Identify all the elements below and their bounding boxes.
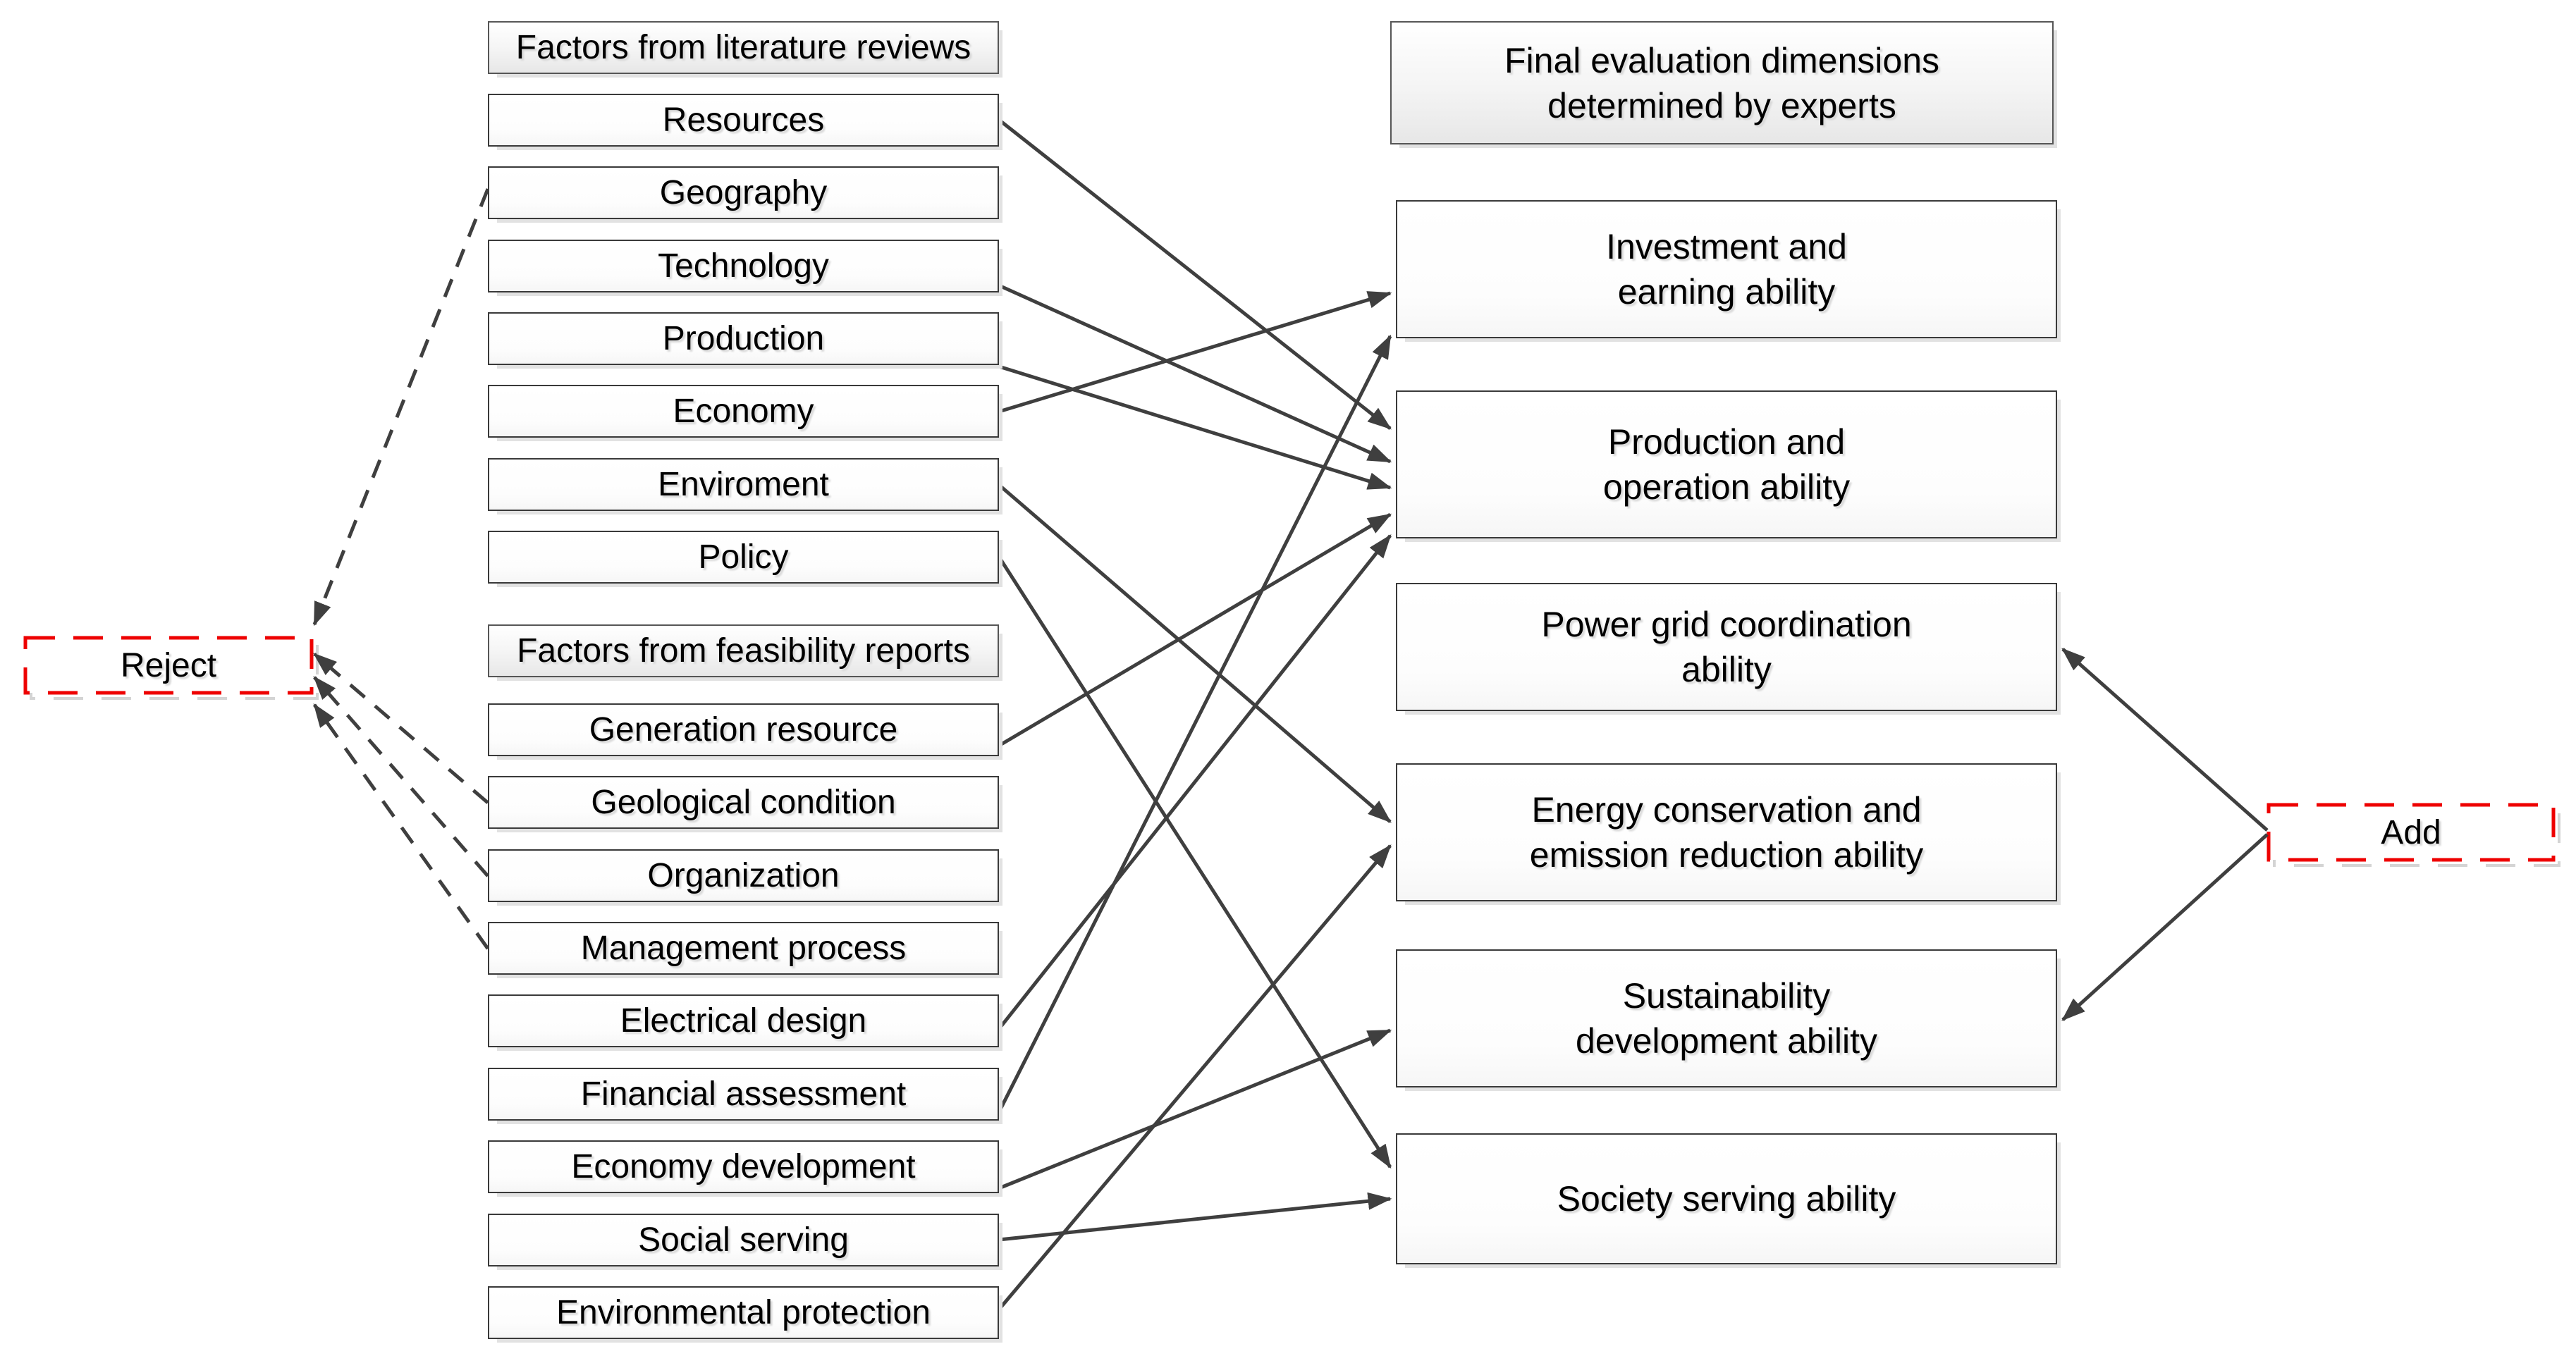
literature-factors-header: Factors from literature reviews xyxy=(488,21,999,74)
factor-box-management-process: Management process xyxy=(488,922,999,975)
add-box-border xyxy=(2267,803,2556,862)
arrow-geography-to-reject xyxy=(312,188,490,627)
arrow-environmental-protection-to-energy-conservation-and-emission-reduction-ability xyxy=(998,844,1392,1311)
reject-box: Reject xyxy=(120,646,217,684)
arrow-organization-to-reject xyxy=(313,676,489,877)
arrow-financial-assessment-to-investment-and-earning-ability xyxy=(997,334,1392,1114)
feasibility-factors-header: Factors from feasibility reports xyxy=(488,624,999,677)
dimension-box-investment-and-earning-ability: Investment and earning ability xyxy=(1396,200,2057,338)
arrow-resources-to-production-and-operation-ability xyxy=(998,118,1392,430)
final-dimensions-header: Final evaluation dimensions determined b… xyxy=(1390,21,2054,144)
arrow-add-to-power-grid-coordination-ability xyxy=(2061,648,2269,832)
add-box: Add xyxy=(2381,813,2441,851)
arrow-enviroment-to-energy-conservation-and-emission-reduction-ability xyxy=(998,483,1392,823)
reject-box-border xyxy=(23,636,314,695)
dimension-box-sustainability-development-ability: Sustainability development ability xyxy=(1396,949,2057,1087)
factor-box-policy: Policy xyxy=(488,531,999,584)
arrow-management-process-to-reject xyxy=(312,703,490,950)
factor-box-generation-resource: Generation resource xyxy=(488,703,999,756)
factor-box-economy: Economy xyxy=(488,385,999,438)
arrow-technology-to-production-and-operation-ability xyxy=(998,283,1392,464)
dimension-box-energy-conservation-and-emission-reduction-ability: Energy conservation and emission reducti… xyxy=(1396,763,2057,901)
factor-box-geography: Geography xyxy=(488,166,999,219)
arrow-economy-to-investment-and-earning-ability xyxy=(998,291,1392,414)
arrow-geological-condition-to-reject xyxy=(313,653,489,804)
dimension-box-society-serving-ability: Society serving ability xyxy=(1396,1133,2057,1264)
arrow-generation-resource-to-production-and-operation-ability xyxy=(998,512,1392,748)
dimension-box-production-and-operation-ability: Production and operation ability xyxy=(1396,390,2057,538)
factor-box-enviroment: Enviroment xyxy=(488,458,999,511)
factor-box-geological-condition: Geological condition xyxy=(488,776,999,829)
arrow-economy-development-to-sustainability-development-ability xyxy=(998,1028,1392,1190)
arrow-social-serving-to-society-serving-ability xyxy=(998,1192,1392,1242)
factor-box-economy-development: Economy development xyxy=(488,1140,999,1193)
factor-box-production: Production xyxy=(488,312,999,365)
arrow-policy-to-society-serving-ability xyxy=(997,555,1392,1169)
factor-box-organization: Organization xyxy=(488,849,999,902)
factor-box-environmental-protection: Environmental protection xyxy=(488,1286,999,1339)
arrow-add-to-sustainability-development-ability xyxy=(2061,833,2269,1021)
factor-box-technology: Technology xyxy=(488,240,999,292)
factor-box-electrical-design: Electrical design xyxy=(488,994,999,1047)
arrow-production-to-production-and-operation-ability xyxy=(998,364,1392,490)
dimension-box-power-grid-coordination-ability: Power grid coordination ability xyxy=(1396,583,2057,711)
factor-box-financial-assessment: Financial assessment xyxy=(488,1068,999,1121)
factor-box-social-serving: Social serving xyxy=(488,1214,999,1266)
arrow-electrical-design-to-production-and-operation-ability xyxy=(998,534,1392,1030)
factor-box-resources: Resources xyxy=(488,94,999,147)
